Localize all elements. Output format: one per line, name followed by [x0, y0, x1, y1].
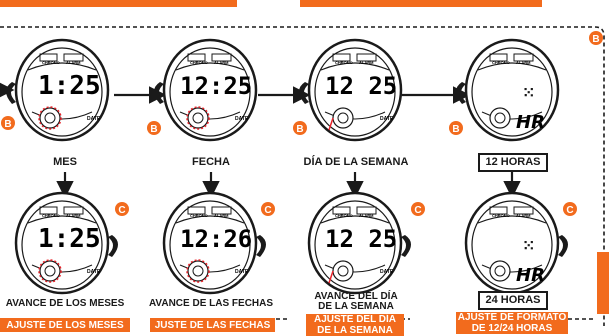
svg-text:B: B: [452, 124, 459, 135]
svg-text:B: B: [150, 124, 157, 135]
watch-weekday: CHRONO ALARM 12 25 DATE: [299, 38, 403, 142]
label-fecha: FECHA: [192, 156, 230, 168]
chrono-label: CHRONO: [492, 60, 510, 65]
top-box-left: [0, 0, 237, 7]
alarm-label: ALARM: [359, 213, 374, 218]
svg-text:⁙: ⁙: [522, 236, 535, 255]
label-avance-fechas: AVANCE DE LAS FECHAS: [148, 298, 274, 309]
c-button-icon: C: [115, 202, 129, 216]
watch-date: CHRONO ALARM 12:25 DATE: [154, 38, 258, 142]
alarm-label: ALARM: [214, 213, 229, 218]
b-button-icon: B: [293, 121, 307, 135]
watch-display: 12:25: [180, 72, 252, 100]
box-ajuste-dia: AJUSTE DEL DÍA DE LA SEMANA: [306, 314, 404, 336]
label-avance-meses: AVANCE DE LOS MESES: [5, 298, 125, 309]
alarm-label: ALARM: [516, 213, 531, 218]
hr-label: HR: [516, 112, 545, 133]
svg-text:⁙: ⁙: [522, 83, 535, 102]
box-ajuste-formato-line1: AJUSTE DE FORMATO: [457, 312, 567, 323]
watch-display: 1:25: [38, 71, 101, 101]
b-button-icon: B: [449, 121, 463, 135]
label-mes: MES: [53, 156, 77, 168]
date-label: DATE: [87, 116, 101, 122]
c-button-icon: C: [261, 202, 275, 216]
box-ajuste-dia-line2: DE LA SEMANA: [317, 325, 393, 336]
date-label: DATE: [235, 269, 249, 275]
date-label: DATE: [235, 116, 249, 122]
watch-weekday-advance: CHRONO ALARM 12 25 DATE: [307, 191, 411, 295]
alarm-label: ALARM: [66, 213, 81, 218]
svg-text:C: C: [566, 205, 573, 216]
chrono-label: CHRONO: [190, 213, 208, 218]
b-button-icon: B: [1, 116, 15, 130]
loop-dashed-line: [0, 26, 605, 326]
date-label: DATE: [87, 269, 101, 275]
watch-24h: CHRONO ALARM ⁙ HR: [464, 191, 568, 295]
hr-label: HR: [516, 265, 545, 286]
watch-12h: CHRONO ALARM ⁙ HR: [456, 38, 560, 142]
box-ajuste-fechas: JUSTE DE LAS FECHAS: [150, 318, 275, 332]
watch-date-advance: CHRONO ALARM 12:26 DATE: [162, 191, 266, 295]
svg-text:C: C: [118, 205, 125, 216]
label-avance-dia: AVANCE DEL DÍA DE LA SEMANA: [300, 292, 412, 312]
watch-month: CHRONO ALARM 1:25 DATE: [6, 38, 110, 142]
svg-text:C: C: [264, 205, 271, 216]
top-box-right: [300, 0, 542, 7]
c-button-icon: C: [563, 202, 577, 216]
box-ajuste-meses: AJUSTE DE LOS MESES: [0, 318, 130, 332]
date-label: DATE: [380, 269, 394, 275]
alarm-label: ALARM: [66, 60, 81, 65]
svg-text:B: B: [4, 119, 11, 130]
alarm-label: ALARM: [214, 60, 229, 65]
label-dia-semana: DÍA DE LA SEMANA: [303, 156, 409, 168]
alarm-label: ALARM: [516, 60, 531, 65]
b-button-icon: B: [589, 31, 603, 45]
label-12-horas: 12 HORAS: [478, 153, 548, 172]
watch-display: 12 25: [325, 72, 397, 100]
label-24-horas: 24 HORAS: [478, 291, 548, 310]
box-ajuste-formato: AJUSTE DE FORMATO DE 12/24 HORAS: [456, 312, 568, 334]
svg-text:C: C: [414, 205, 421, 216]
c-button-icon: C: [411, 202, 425, 216]
chrono-label: CHRONO: [492, 213, 510, 218]
watch-display: 1:25: [38, 224, 101, 254]
chrono-label: CHRONO: [42, 213, 60, 218]
chrono-label: CHRONO: [335, 213, 353, 218]
box-ajuste-formato-line2: DE 12/24 HORAS: [471, 323, 553, 334]
watch-display: 12:26: [180, 225, 252, 253]
chrono-label: CHRONO: [190, 60, 208, 65]
svg-text:B: B: [296, 124, 303, 135]
chrono-label: CHRONO: [335, 60, 353, 65]
chrono-label: CHRONO: [42, 60, 60, 65]
page-tab: [597, 252, 609, 314]
box-ajuste-dia-line1: AJUSTE DEL DÍA: [313, 314, 397, 325]
watch-display: 12 25: [325, 225, 397, 253]
alarm-label: ALARM: [359, 60, 374, 65]
label-avance-dia-line1: AVANCE DEL DÍA: [314, 291, 398, 302]
watch-month-advance: CHRONO ALARM 1:25 DATE: [14, 191, 118, 295]
b-button-icon: B: [147, 121, 161, 135]
svg-text:B: B: [592, 34, 599, 45]
date-label: DATE: [380, 116, 394, 122]
label-avance-dia-line2: DE LA SEMANA: [318, 301, 394, 312]
